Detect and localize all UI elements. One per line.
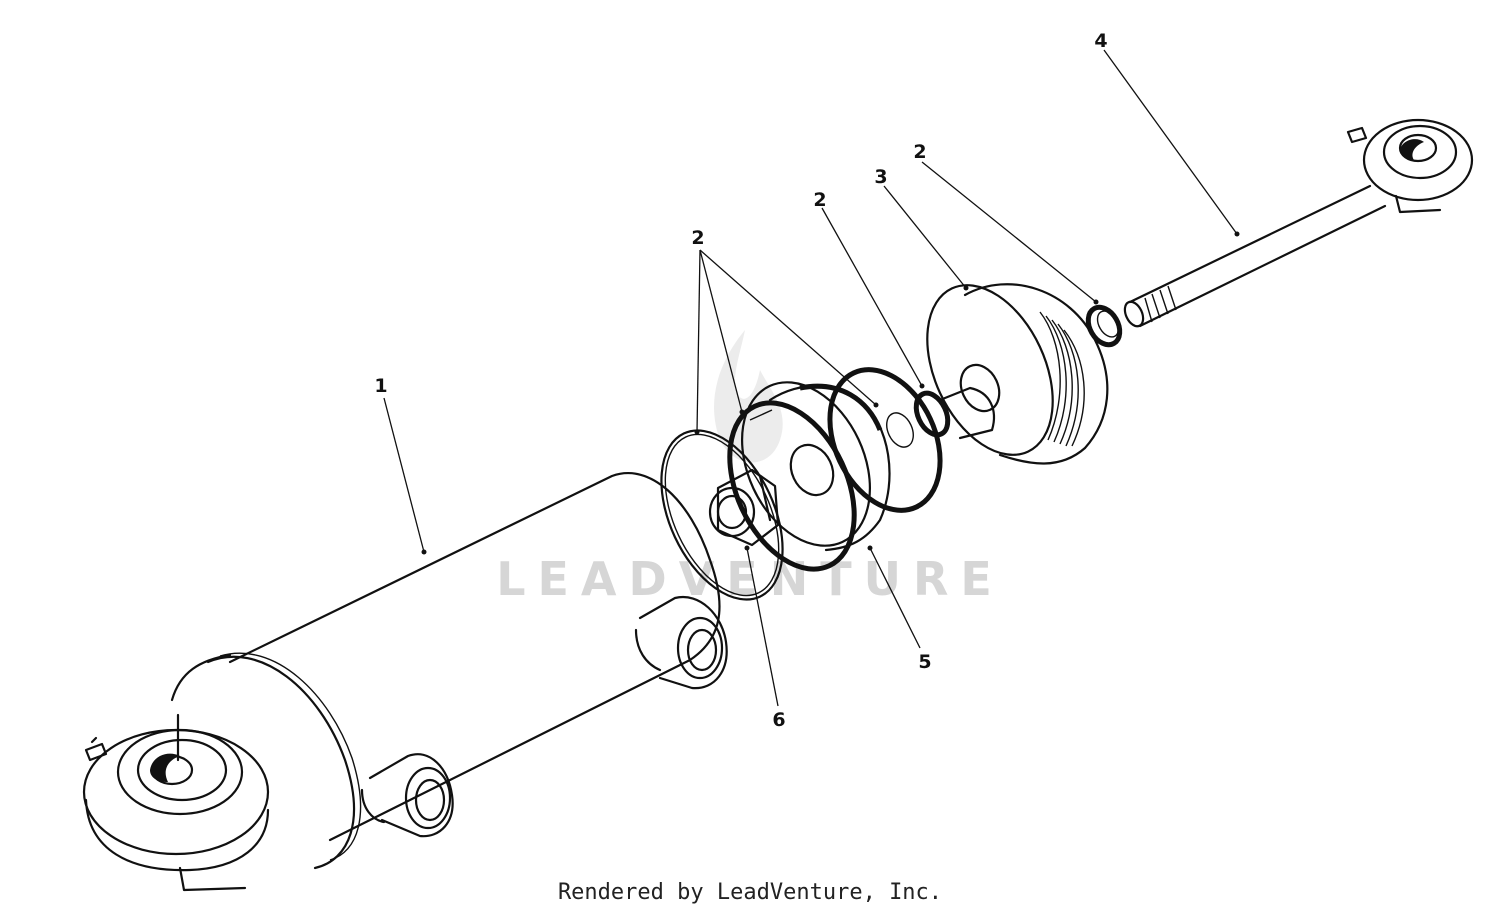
o-ring-small [913,390,951,438]
piston [740,381,891,552]
callout-4: 4 [1094,30,1107,52]
cylinder-barrel [82,472,728,892]
callout-6: 6 [772,709,785,731]
leader-lines [383,49,1240,707]
o-ring-large [660,429,784,601]
o-ring-rear [827,367,943,513]
watermark-text: LEADVENTURE [496,552,1004,606]
callout-2-rod: 2 [913,141,926,163]
callout-2-small: 2 [813,189,826,211]
callout-5: 5 [918,651,931,673]
watermark: LEADVENTURE [496,330,1004,606]
callout-1: 1 [374,375,387,397]
flame-watermark-icon [714,330,783,463]
callout-3: 3 [874,166,887,188]
nut [708,468,780,547]
credit-line: Rendered by LeadVenture, Inc. [557,880,943,905]
o-ring-rod [1085,304,1123,348]
callout-labels: 1 2 2 2 3 4 5 6 [374,30,1107,731]
callout-2-group: 2 [691,227,704,249]
gland [926,283,1109,465]
rod [1123,118,1474,328]
